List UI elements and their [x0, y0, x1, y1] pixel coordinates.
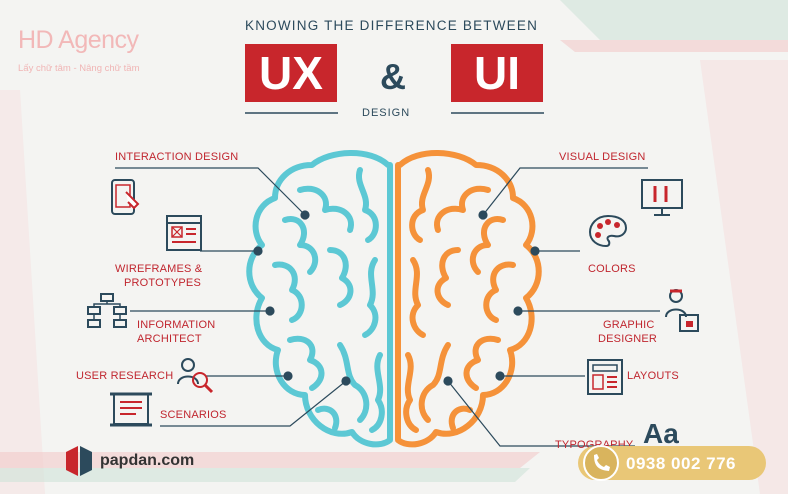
label-architect: ARCHITECT	[137, 333, 202, 345]
header-underlines	[245, 112, 544, 114]
ui-connectors	[443, 167, 660, 447]
palette-icon	[588, 214, 628, 248]
top-title: KNOWING THE DIFFERENCE BETWEEN	[245, 18, 539, 33]
wireframe-icon	[166, 215, 202, 251]
label-prototypes: PROTOTYPES	[124, 277, 201, 289]
label-user-research: USER RESEARCH	[76, 370, 174, 382]
layout-icon	[587, 359, 623, 395]
label-layouts: LAYOUTS	[627, 370, 679, 382]
monitor-design-icon	[641, 179, 683, 216]
label-designer: DESIGNER	[598, 333, 658, 345]
ux-connectors	[115, 167, 351, 427]
typography-aa-icon: Aa	[643, 418, 679, 449]
ui-box: UI	[451, 44, 543, 102]
label-interaction-design: INTERACTION DESIGN	[115, 151, 239, 163]
label-visual-design: VISUAL DESIGN	[559, 151, 646, 163]
hd-agency-tagline: Lấy chữ tâm - Nâng chữ tầm	[18, 63, 140, 74]
label-information: INFORMATION	[137, 319, 216, 331]
label-graphic: GRAPHIC	[603, 319, 655, 331]
graphic-designer-icon	[665, 289, 699, 332]
design-label: DESIGN	[362, 107, 411, 119]
ui-brain	[395, 150, 542, 448]
ux-brain	[246, 150, 393, 448]
label-scenarios: SCENARIOS	[160, 409, 227, 421]
hd-agency-logo: HD Agency	[18, 26, 139, 54]
papdan-logo-icon	[66, 446, 92, 476]
label-colors: COLORS	[588, 263, 636, 275]
phone-number[interactable]: 0938 002 776	[626, 454, 736, 473]
scenario-document-icon	[110, 392, 152, 427]
label-wireframes: WIREFRAMES &	[115, 263, 203, 275]
user-search-icon	[177, 358, 214, 394]
ux-box: UX	[245, 44, 337, 102]
phone-icon	[583, 445, 619, 481]
sitemap-icon	[87, 293, 127, 328]
ampersand: &	[380, 56, 406, 97]
tablet-touch-icon	[111, 179, 140, 215]
papdan-site-link[interactable]: papdan.com	[100, 452, 195, 469]
